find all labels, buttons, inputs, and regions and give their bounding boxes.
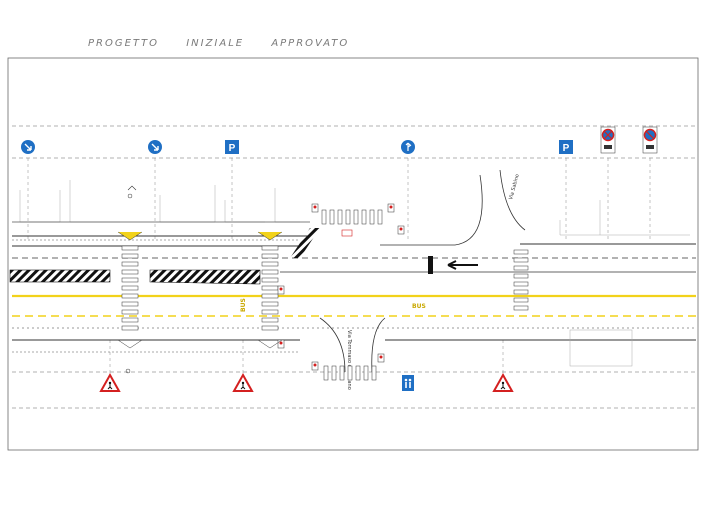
title-word: INIZIALE [186,38,245,49]
zebra-crossing-upper [321,209,383,225]
pedestrian-warning-icon [99,372,121,392]
straight-right-arrow-icon [401,140,415,154]
no-parking-icon [642,126,658,154]
drawing-frame [7,57,699,451]
upper-street-label: Via Sabino [508,173,521,200]
arrow-down-right-icon [148,140,162,154]
traffic-light-icons [277,203,405,371]
parking-sign-icon: P [559,140,573,154]
upper-street-east-curb [499,169,526,231]
bus-label-east: BUS [412,303,426,310]
title-word: PROGETTO [88,38,160,49]
bus-label-west: BUS [240,298,247,312]
drawing-title: PROGETTO INIZIALE APPROVATO [88,38,371,49]
zebra-crossing-west [121,245,139,331]
pole-detail-icon [127,185,137,191]
pedestrian-bicycle-icon [402,375,414,391]
lower-street-label: Via Tommaso da Celano [346,330,352,390]
pole-markers [117,193,283,374]
pedestrian-warning-icon [492,372,514,392]
zebra-crossing-east [513,249,529,311]
parking-sign-text-2: P [563,143,570,154]
hatched-island-west [9,269,111,283]
lane-arrow-icon [447,260,478,270]
title-word: APPROVATO [271,38,350,49]
upper-street-west-curb [380,174,483,246]
sign-leader-lines [27,158,651,380]
hatched-island-corner [290,228,320,258]
parking-sign-text: P [229,143,236,154]
lower-street-west-curb [319,317,346,373]
pedestrian-warning-icon [232,372,254,392]
lower-building-east [569,329,633,367]
building-outlines-top [19,180,690,236]
hatched-island-center [149,269,261,285]
zebra-crossing-lower [323,365,377,381]
no-stopping-icon [600,126,616,154]
parking-sign-icon: P [225,140,239,154]
arrow-down-right-icon [21,140,35,154]
lower-street-east-curb [371,317,386,373]
zebra-crossing-center [261,245,279,331]
stop-bar [428,256,433,274]
